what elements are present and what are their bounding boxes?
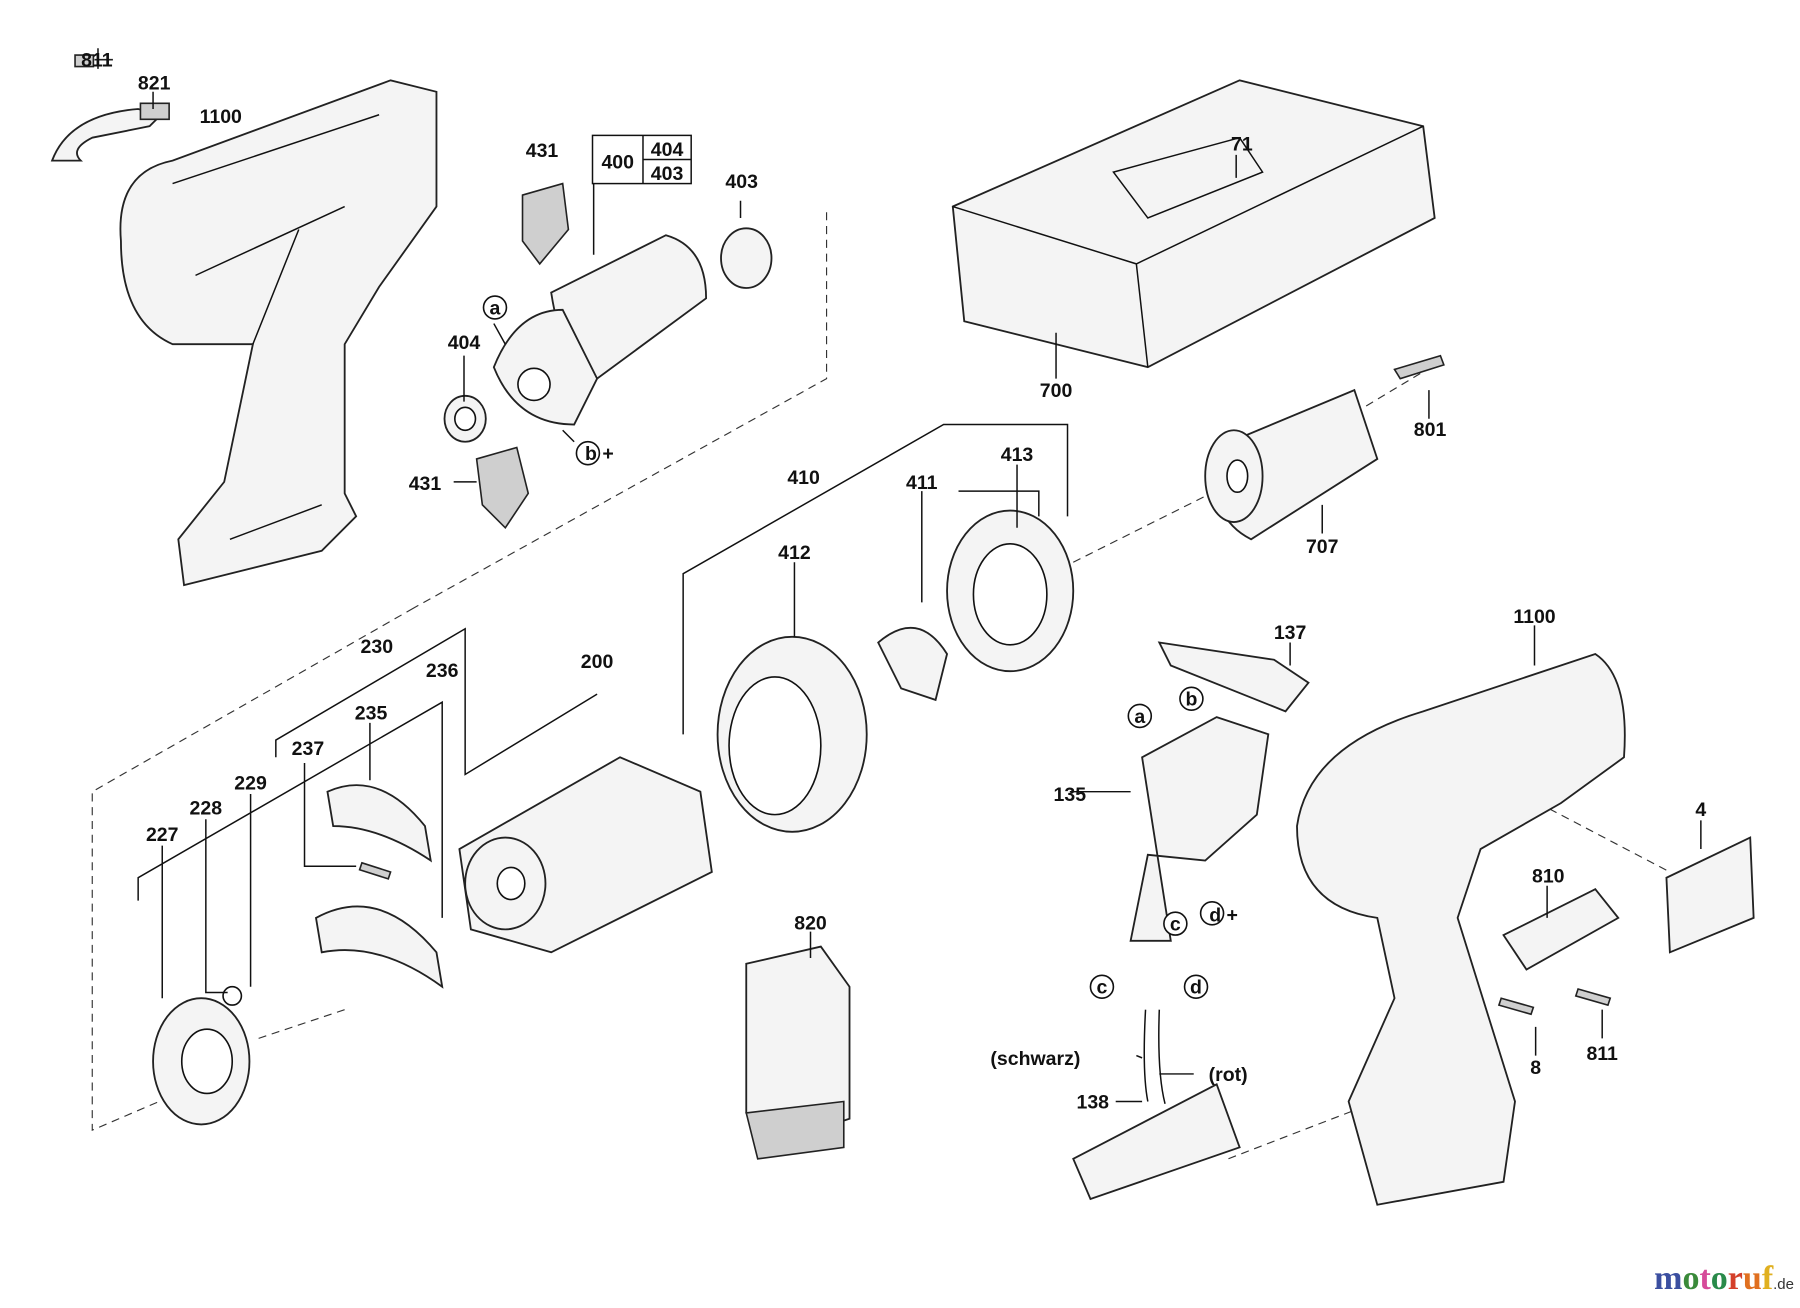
label-431: 431: [409, 473, 442, 495]
logo-letter: o: [1710, 1260, 1728, 1297]
label-811: 811: [81, 50, 113, 72]
label-1100: 1100: [200, 106, 242, 128]
carrying-case: [951, 79, 1436, 369]
label-228: 228: [190, 798, 223, 820]
label-707: 707: [1306, 536, 1339, 558]
logo-letter: o: [1682, 1260, 1700, 1297]
label-1100: 1100: [1513, 606, 1555, 628]
label-71: 71: [1231, 133, 1253, 155]
clutch-parts: [152, 784, 444, 1126]
label-c: c: [1170, 914, 1181, 936]
label-403: 403: [651, 163, 684, 185]
label-700: 700: [1040, 380, 1073, 402]
label-801: 801: [1414, 419, 1447, 441]
label-d-plus: d +: [1209, 904, 1238, 926]
label-810: 810: [1532, 865, 1565, 887]
label-410: 410: [787, 467, 820, 489]
label-235: 235: [355, 702, 388, 724]
logo-text: motoruf: [1654, 1260, 1773, 1297]
label-4: 4: [1695, 799, 1706, 821]
label-137: 137: [1274, 622, 1307, 644]
side-handle: [745, 945, 851, 1160]
label-229: 229: [234, 772, 267, 794]
label-413: 413: [1001, 444, 1034, 466]
switch-lever: [50, 54, 170, 162]
drill-chuck: [1204, 354, 1445, 541]
switch: [1072, 641, 1310, 1201]
label-820: 820: [794, 912, 827, 934]
label-b: b: [1185, 689, 1197, 711]
label-400: 400: [601, 152, 634, 174]
label-200: 200: [581, 651, 614, 673]
label-811: 811: [1586, 1043, 1618, 1065]
label-rot: (rot): [1209, 1064, 1248, 1086]
logo-letter: t: [1699, 1260, 1711, 1297]
logo-letter: u: [1742, 1260, 1762, 1297]
label-404: 404: [448, 332, 481, 354]
logo-suffix: .de: [1773, 1276, 1794, 1293]
housing-half-left: [119, 79, 438, 587]
label-403: 403: [725, 171, 758, 193]
label-d: d: [1190, 977, 1202, 999]
label-a: a: [490, 297, 501, 319]
label-227: 227: [146, 824, 179, 846]
gearbox: [458, 509, 1075, 954]
motoruf-logo: motoruf.de: [1654, 1260, 1794, 1298]
label-821: 821: [138, 72, 171, 94]
label-c: c: [1097, 977, 1108, 999]
motor: [443, 182, 773, 530]
label-412: 412: [778, 542, 811, 564]
label-schwarz: (schwarz): [990, 1048, 1080, 1070]
label-404: 404: [651, 139, 684, 161]
label-431: 431: [526, 140, 559, 162]
label-8: 8: [1530, 1057, 1541, 1079]
label-138: 138: [1076, 1091, 1109, 1113]
label-b-plus: b +: [585, 443, 614, 465]
label-a: a: [1134, 706, 1145, 728]
label-135: 135: [1054, 784, 1087, 806]
logo-letter: m: [1654, 1260, 1683, 1297]
label-411: 411: [906, 472, 938, 494]
label-236: 236: [426, 660, 459, 682]
housing-half-right: [1296, 652, 1755, 1206]
label-230: 230: [361, 636, 394, 658]
logo-letter: r: [1727, 1260, 1743, 1297]
logo-letter: f: [1761, 1260, 1774, 1297]
label-237: 237: [292, 738, 325, 760]
